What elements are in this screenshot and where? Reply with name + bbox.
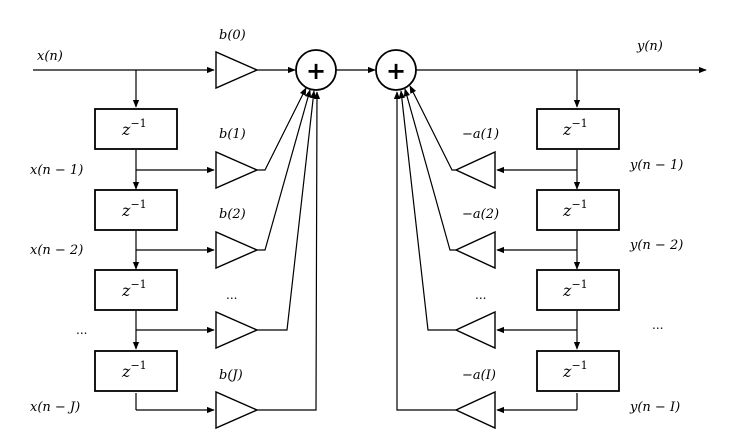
- y-delay-chain: [496, 70, 581, 414]
- coef-label-a3: ...: [475, 288, 486, 302]
- coef-label-aI: −a(I): [462, 368, 496, 383]
- coef-label-a2: −a(2): [462, 207, 499, 222]
- y-delay-label-1: y(n − 1): [629, 158, 683, 173]
- adder-feedback: +: [375, 49, 417, 91]
- y-delay-block-1: z−1: [536, 108, 620, 150]
- svg-text:z−1: z−1: [562, 198, 588, 220]
- x-delay-label-2: x(n − 2): [30, 243, 83, 258]
- svg-text:+: +: [306, 57, 326, 85]
- x-delay-block-4: z−1: [94, 350, 178, 392]
- gain-b3: [215, 310, 259, 350]
- coef-label-b2: b(2): [219, 207, 246, 222]
- gain-b2: [215, 230, 259, 270]
- input-label: x(n): [37, 49, 63, 64]
- svg-text:z−1: z−1: [562, 117, 588, 139]
- svg-text:z−1: z−1: [121, 278, 147, 300]
- y-delay-label-2: y(n − 2): [629, 238, 683, 253]
- x-delay-chain: [132, 70, 215, 414]
- svg-text:z−1: z−1: [121, 198, 147, 220]
- coef-label-b3: ...: [226, 288, 237, 302]
- svg-text:z−1: z−1: [562, 359, 588, 381]
- x-delay-block-3: z−1: [94, 269, 178, 311]
- gain-bJ: [215, 390, 259, 430]
- gain-aI: [454, 390, 496, 430]
- y-delay-block-3: z−1: [536, 269, 620, 311]
- gain-a1: [454, 150, 496, 190]
- x-delay-label-4: x(n − J): [30, 400, 80, 415]
- svg-text:z−1: z−1: [121, 359, 147, 381]
- svg-text:z−1: z−1: [121, 117, 147, 139]
- gain-a2: [454, 230, 496, 270]
- x-delay-block-2: z−1: [94, 189, 178, 231]
- x-delay-label-3: ...: [76, 323, 87, 337]
- output-label: y(n): [636, 39, 663, 54]
- y-delay-block-2: z−1: [536, 189, 620, 231]
- x-delay-block-1: z−1: [94, 108, 178, 150]
- svg-text:+: +: [386, 57, 406, 85]
- coef-label-b0: b(0): [219, 28, 246, 43]
- feedforward-sum-wires: [257, 66, 321, 411]
- svg-text:z−1: z−1: [562, 278, 588, 300]
- y-delay-label-4: y(n − I): [629, 400, 680, 415]
- x-delay-label-1: x(n − 1): [30, 163, 83, 178]
- coef-label-a1: −a(1): [462, 127, 499, 142]
- feedback-sum-wires: [393, 85, 456, 411]
- y-delay-label-3: ...: [652, 318, 663, 332]
- gain-a3: [454, 310, 496, 350]
- gain-b0: [215, 50, 259, 90]
- adder-feedforward: +: [295, 49, 337, 91]
- y-delay-block-4: z−1: [536, 350, 620, 392]
- coef-label-b1: b(1): [219, 127, 246, 142]
- gain-b1: [215, 150, 259, 190]
- coef-label-bJ: b(J): [219, 368, 243, 383]
